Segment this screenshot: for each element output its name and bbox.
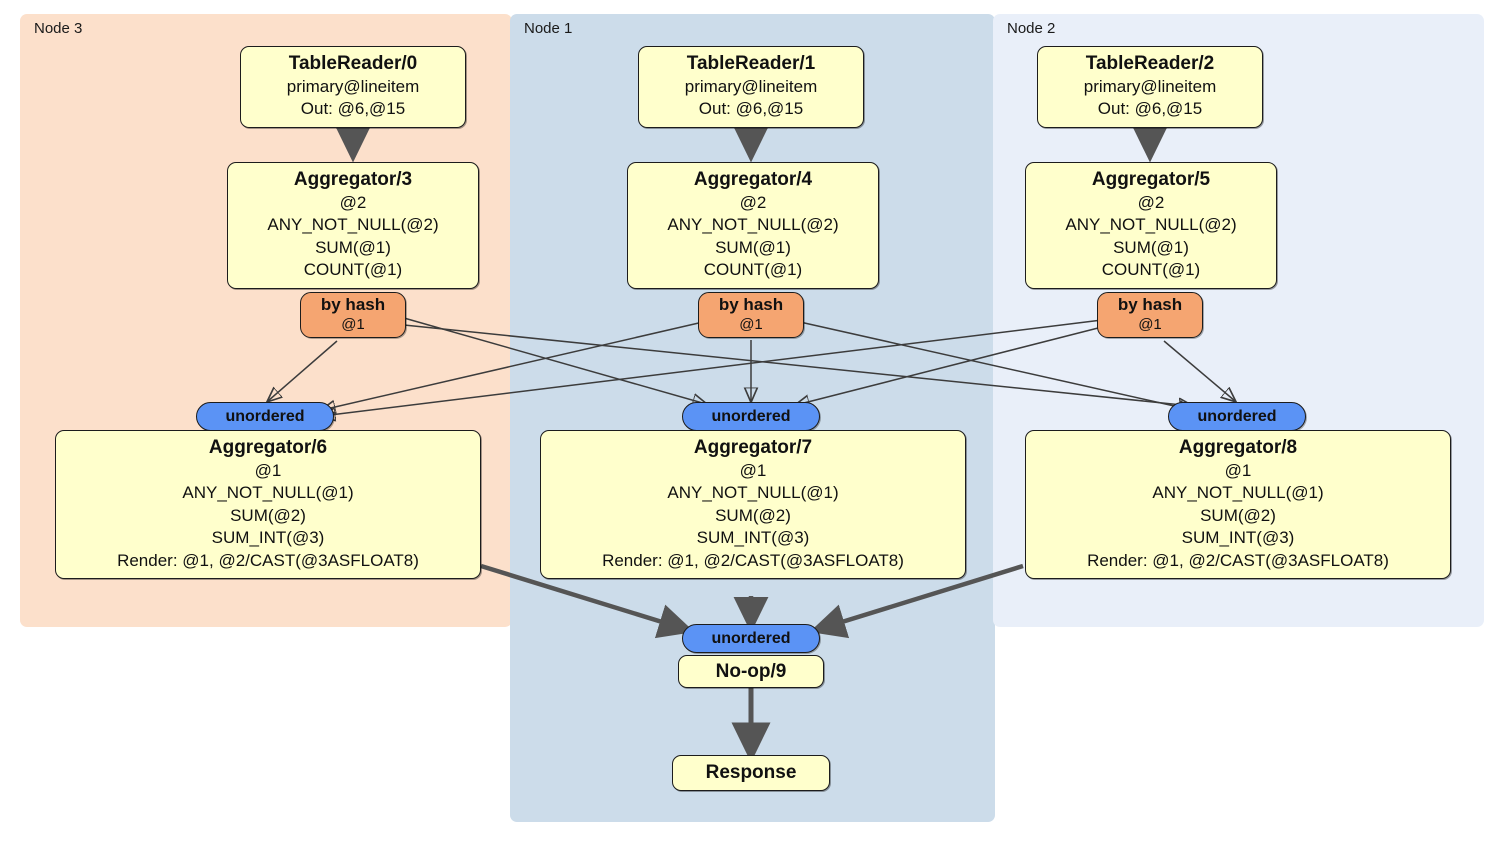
op-line: primary@lineitem <box>1083 76 1217 96</box>
op-box-tablereader-0[interactable]: TableReader/0 primary@lineitem Out: @6,@… <box>240 46 466 128</box>
op-line: Render: @1, @2/CAST(@3ASFLOAT8) <box>117 550 419 570</box>
op-line: ANY_NOT_NULL(@2) <box>267 215 439 235</box>
op-box-noop-9[interactable]: No-op/9 <box>678 655 824 688</box>
op-title: Aggregator/6 <box>208 437 328 458</box>
op-box-aggregator-6[interactable]: Aggregator/6 @1 ANY_NOT_NULL(@1) SUM(@2)… <box>55 430 481 579</box>
op-line: primary@lineitem <box>684 76 818 96</box>
op-line: @2 <box>739 192 767 212</box>
stream-badge-sub: @1 <box>341 315 365 333</box>
op-line: SUM(@2) <box>230 505 306 525</box>
op-line: Out: @6,@15 <box>1097 99 1203 119</box>
op-line: Render: @1, @2/CAST(@3ASFLOAT8) <box>1087 550 1389 570</box>
stream-badge-unordered-center[interactable]: unordered <box>682 402 820 431</box>
stream-badge-title: by hash <box>718 295 784 314</box>
op-line: SUM(@2) <box>715 505 791 525</box>
op-line: SUM(@1) <box>1113 237 1189 257</box>
op-line: Out: @6,@15 <box>300 99 406 119</box>
stream-badge-unordered-sink[interactable]: unordered <box>682 624 820 653</box>
node-panel-label: Node 2 <box>1007 20 1056 37</box>
op-title: TableReader/0 <box>288 53 418 74</box>
op-line: ANY_NOT_NULL(@1) <box>1152 483 1324 503</box>
op-line: COUNT(@1) <box>703 260 803 280</box>
op-title: Aggregator/7 <box>693 437 813 458</box>
stream-badge-title: by hash <box>1117 295 1183 314</box>
op-box-response[interactable]: Response <box>672 755 830 791</box>
op-title: Aggregator/8 <box>1178 437 1298 458</box>
stream-badge-sub: @1 <box>1138 315 1162 333</box>
node-panel-label: Node 1 <box>524 20 573 37</box>
op-line: @1 <box>739 460 767 480</box>
op-line: SUM(@1) <box>315 237 391 257</box>
op-title: TableReader/2 <box>1085 53 1215 74</box>
stream-badge-sub: @1 <box>739 315 763 333</box>
stream-badge-by-hash-4[interactable]: by hash @1 <box>698 292 804 339</box>
op-box-tablereader-1[interactable]: TableReader/1 primary@lineitem Out: @6,@… <box>638 46 864 128</box>
op-line: COUNT(@1) <box>303 260 403 280</box>
op-line: ANY_NOT_NULL(@1) <box>667 483 839 503</box>
op-box-aggregator-7[interactable]: Aggregator/7 @1 ANY_NOT_NULL(@1) SUM(@2)… <box>540 430 966 579</box>
op-line: SUM_INT(@3) <box>211 528 325 548</box>
op-line: SUM(@1) <box>715 237 791 257</box>
op-title: TableReader/1 <box>686 53 816 74</box>
op-box-aggregator-8[interactable]: Aggregator/8 @1 ANY_NOT_NULL(@1) SUM(@2)… <box>1025 430 1451 579</box>
stream-badge-by-hash-5[interactable]: by hash @1 <box>1097 292 1203 339</box>
stream-badge-unordered-right[interactable]: unordered <box>1168 402 1306 431</box>
op-line: @2 <box>339 192 367 212</box>
op-line: SUM(@2) <box>1200 505 1276 525</box>
op-line: @1 <box>1224 460 1252 480</box>
op-line: Out: @6,@15 <box>698 99 804 119</box>
op-line: COUNT(@1) <box>1101 260 1201 280</box>
op-line: ANY_NOT_NULL(@2) <box>1065 215 1237 235</box>
stream-badge-by-hash-3[interactable]: by hash @1 <box>300 292 406 339</box>
op-line: SUM_INT(@3) <box>1181 528 1295 548</box>
op-box-aggregator-4[interactable]: Aggregator/4 @2 ANY_NOT_NULL(@2) SUM(@1)… <box>627 162 879 289</box>
op-box-aggregator-5[interactable]: Aggregator/5 @2 ANY_NOT_NULL(@2) SUM(@1)… <box>1025 162 1277 289</box>
op-line: Render: @1, @2/CAST(@3ASFLOAT8) <box>602 550 904 570</box>
op-box-aggregator-3[interactable]: Aggregator/3 @2 ANY_NOT_NULL(@2) SUM(@1)… <box>227 162 479 289</box>
op-title: Aggregator/5 <box>1091 169 1211 190</box>
stream-badge-title: by hash <box>320 295 386 314</box>
op-line: @2 <box>1137 192 1165 212</box>
op-title: Aggregator/3 <box>293 169 413 190</box>
op-line: primary@lineitem <box>286 76 420 96</box>
op-box-tablereader-2[interactable]: TableReader/2 primary@lineitem Out: @6,@… <box>1037 46 1263 128</box>
op-title: Aggregator/4 <box>693 169 813 190</box>
stream-badge-unordered-left[interactable]: unordered <box>196 402 334 431</box>
op-line: @1 <box>254 460 282 480</box>
op-line: ANY_NOT_NULL(@1) <box>182 483 354 503</box>
node-panel-label: Node 3 <box>34 20 83 37</box>
op-line: SUM_INT(@3) <box>696 528 810 548</box>
op-line: ANY_NOT_NULL(@2) <box>667 215 839 235</box>
